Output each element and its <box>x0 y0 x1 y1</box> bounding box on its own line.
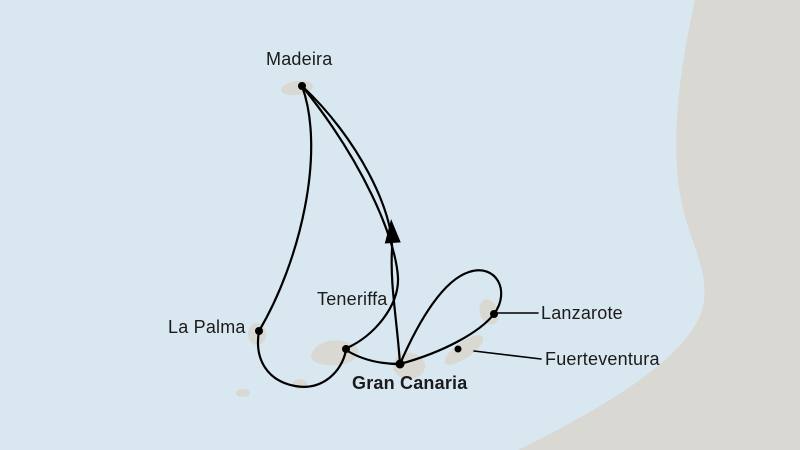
route-leg-madeira-teneriffa <box>300 84 400 350</box>
land-africa-coast <box>518 0 800 450</box>
port-label-lanzarote: Lanzarote <box>541 303 623 323</box>
route-leg-madeira-lapalma <box>257 84 313 333</box>
port-label-la-palma: La Palma <box>168 317 246 337</box>
port-dot-gran-canaria <box>395 359 405 369</box>
route-paths <box>256 84 542 388</box>
port-label-fuerteventura: Fuerteventura <box>545 349 660 369</box>
port-label-teneriffa: Teneriffa <box>317 289 388 309</box>
port-label-gran-canaria: Gran Canaria <box>352 373 468 393</box>
route-leg-grancanaria-lanzarote <box>398 269 503 366</box>
island-lanzarote <box>479 299 499 325</box>
route-leg-lapalma-teneriffa <box>256 329 348 388</box>
port-dot-la-palma <box>255 327 263 335</box>
port-label-madeira: Madeira <box>266 49 333 69</box>
port-dot-teneriffa <box>342 345 350 353</box>
port-dot-lanzarote <box>490 310 498 318</box>
port-dot-madeira <box>298 82 306 90</box>
port-dots <box>255 82 498 369</box>
leader-line-fuerteventura <box>473 350 542 360</box>
route-direction-arrow-icon <box>384 219 401 244</box>
route-leg-teneriffa-grancanaria <box>344 348 402 366</box>
island-fuerteventura <box>444 335 484 365</box>
island-el-hierro <box>236 389 250 397</box>
route-leg-lanzarote-grancanaria <box>398 312 496 366</box>
port-dot-fuerteventura <box>454 345 462 353</box>
